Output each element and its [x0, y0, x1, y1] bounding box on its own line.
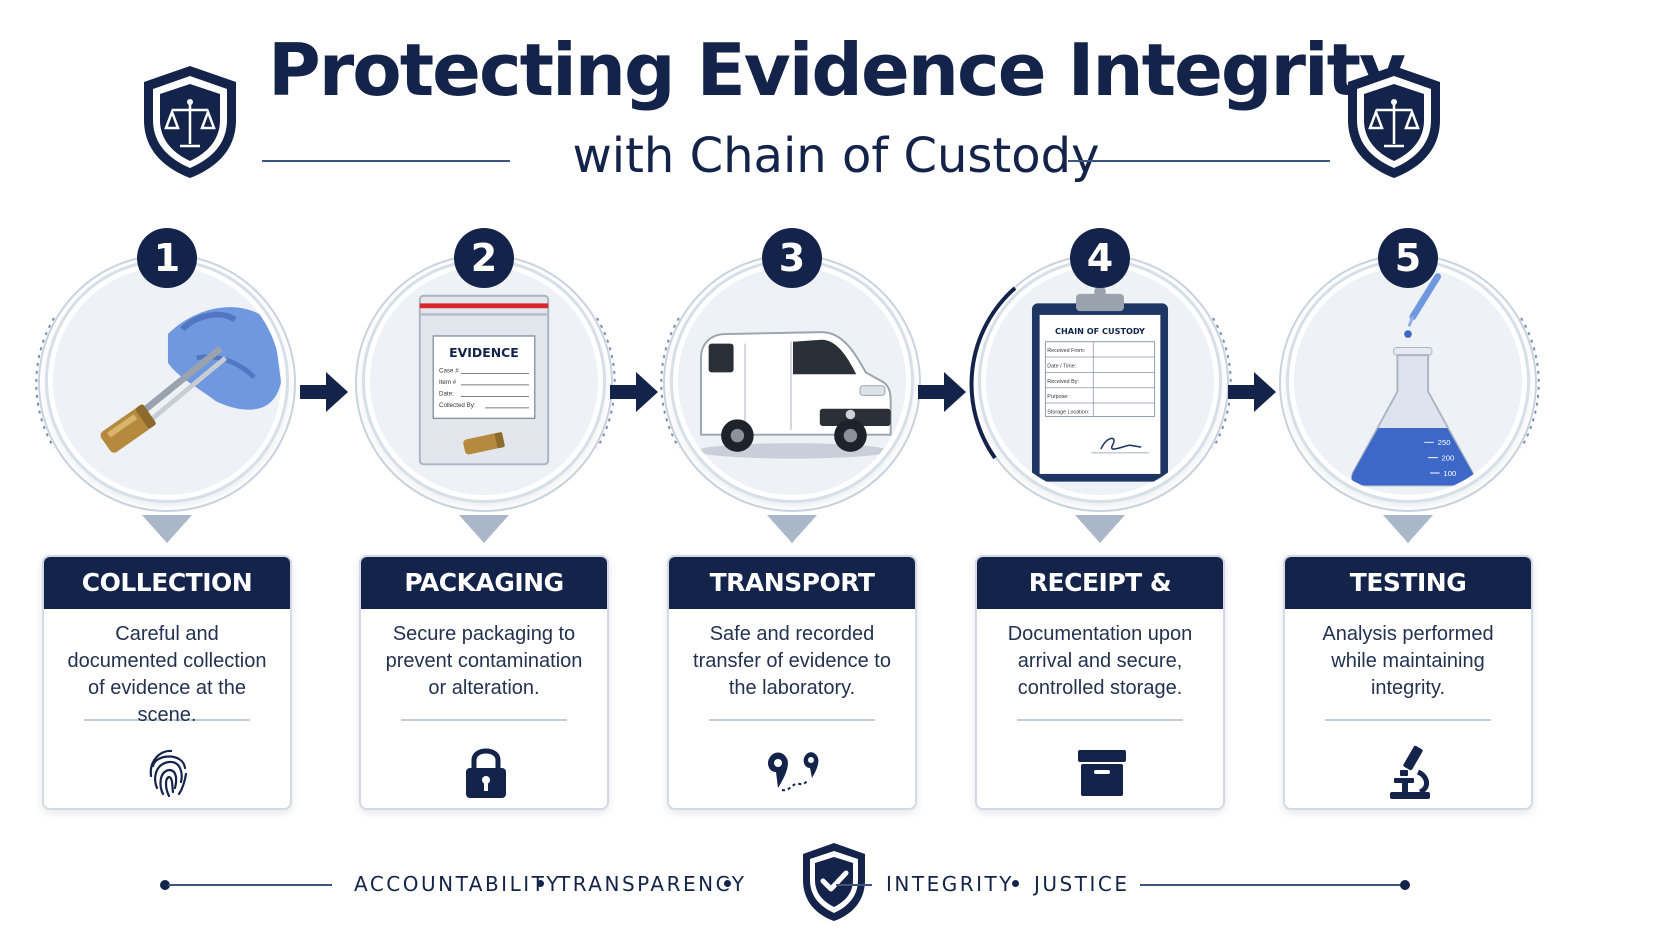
step-description: Analysis performed while maintaining int… — [1322, 623, 1494, 699]
flask-mark: 250 — [1438, 438, 1451, 447]
arrow-right-icon — [1228, 372, 1276, 412]
step-description: Careful and documented collection of evi… — [67, 623, 267, 726]
footer-dot-left — [160, 880, 170, 890]
step-description: Safe and recorded transfer of evidence t… — [693, 623, 891, 699]
value-justice: JUSTICE — [1034, 872, 1130, 896]
footer-separator — [537, 880, 544, 887]
step-transport: 3 TRANSPORT Safe and recorded transfer o… — [660, 210, 921, 825]
form-field: Received By: — [1047, 379, 1079, 385]
value-transparency: TRANSPARENCY — [558, 872, 747, 896]
arrow-right-icon — [610, 372, 658, 412]
step-collection: 1 COLLECTION Careful and documented coll… — [35, 210, 296, 825]
card-divider — [709, 719, 875, 721]
step-receipt-storage: 4 CHAIN OF CUSTODY Received From: Date /… — [969, 210, 1232, 825]
bag-field: Item # — [439, 379, 457, 386]
shield-check-icon — [803, 843, 865, 921]
step-title: TESTING — [1285, 557, 1531, 609]
footer-line-right — [1140, 884, 1404, 886]
step-pointer — [142, 515, 192, 543]
card-divider — [1325, 719, 1491, 721]
step-title: TRANSPORT — [669, 557, 915, 609]
step-description: Secure packaging to prevent contaminatio… — [385, 623, 583, 699]
bag-label: EVIDENCE — [449, 345, 519, 360]
step-number: 2 — [454, 228, 514, 288]
microscope-icon — [1390, 745, 1430, 799]
collection-image — [48, 262, 286, 500]
step-packaging: 2 EVIDENCE Case # Item # Date: Collected… — [355, 210, 616, 825]
fingerprint-icon — [149, 749, 188, 798]
bag-field: Collected By: — [439, 402, 476, 409]
shield-scales-icon-right — [1348, 66, 1440, 178]
step-number: 1 — [137, 228, 197, 288]
flask-mark: 100 — [1443, 469, 1456, 478]
subtitle-line-right — [1068, 160, 1330, 162]
form-field: Purpose: — [1047, 394, 1068, 400]
subtitle-line-left — [262, 160, 510, 162]
step-number: 4 — [1070, 228, 1130, 288]
arrow-right-icon — [300, 372, 348, 412]
page-subtitle: with Chain of Custody — [572, 128, 1100, 184]
form-field: Date / Time: — [1047, 364, 1076, 370]
step-card: RECEIPT & STORAGE Documentation upon arr… — [975, 555, 1225, 810]
step-card: TESTING Analysis performed while maintai… — [1283, 555, 1533, 810]
footer-separator — [1012, 880, 1019, 887]
step-pointer — [1383, 515, 1433, 543]
lock-icon — [466, 748, 506, 798]
form-heading: CHAIN OF CUSTODY — [1055, 326, 1145, 336]
form-field: Received From: — [1047, 348, 1085, 354]
bag-field: Case # — [439, 367, 459, 374]
footer-line-mid — [836, 884, 872, 886]
step-testing: 5 250 200 100 TESTING Analysis performed… — [1279, 210, 1540, 825]
step-title: PACKAGING — [361, 557, 607, 609]
step-card: PACKAGING Secure packaging to prevent co… — [359, 555, 609, 810]
footer-separator — [724, 880, 731, 887]
card-divider — [84, 719, 250, 721]
card-divider — [401, 719, 567, 721]
step-title: COLLECTION — [44, 557, 290, 609]
step-number: 3 — [762, 228, 822, 288]
step-card: TRANSPORT Safe and recorded transfer of … — [667, 555, 917, 810]
lab-flask-image: 250 200 100 — [1289, 262, 1527, 500]
arrow-right-icon — [918, 372, 966, 412]
route-pins-icon — [768, 752, 819, 792]
step-title: RECEIPT & STORAGE — [977, 557, 1223, 649]
value-accountability: ACCOUNTABILITY — [354, 872, 562, 896]
step-description: Documentation upon arrival and secure, c… — [1007, 623, 1193, 699]
step-card: COLLECTION Careful and documented collec… — [42, 555, 292, 810]
step-number: 5 — [1378, 228, 1438, 288]
value-integrity: INTEGRITY — [886, 872, 1014, 896]
clipboard-form-image: CHAIN OF CUSTODY Received From: Date / T… — [981, 262, 1219, 500]
step-pointer — [767, 515, 817, 543]
evidence-bag-image: EVIDENCE Case # Item # Date: Collected B… — [365, 262, 603, 500]
transport-van-image — [673, 262, 911, 500]
bag-field: Date: — [439, 390, 454, 397]
flask-mark: 200 — [1442, 454, 1455, 463]
footer-line-left — [168, 884, 332, 886]
card-divider — [1017, 719, 1183, 721]
step-pointer — [459, 515, 509, 543]
shield-scales-icon-left — [144, 66, 236, 178]
storage-box-icon — [1078, 750, 1126, 796]
step-pointer — [1075, 515, 1125, 543]
page-title: Protecting Evidence Integrity — [267, 28, 1406, 112]
form-field: Storage Location: — [1047, 410, 1089, 416]
footer-dot-right — [1400, 880, 1410, 890]
